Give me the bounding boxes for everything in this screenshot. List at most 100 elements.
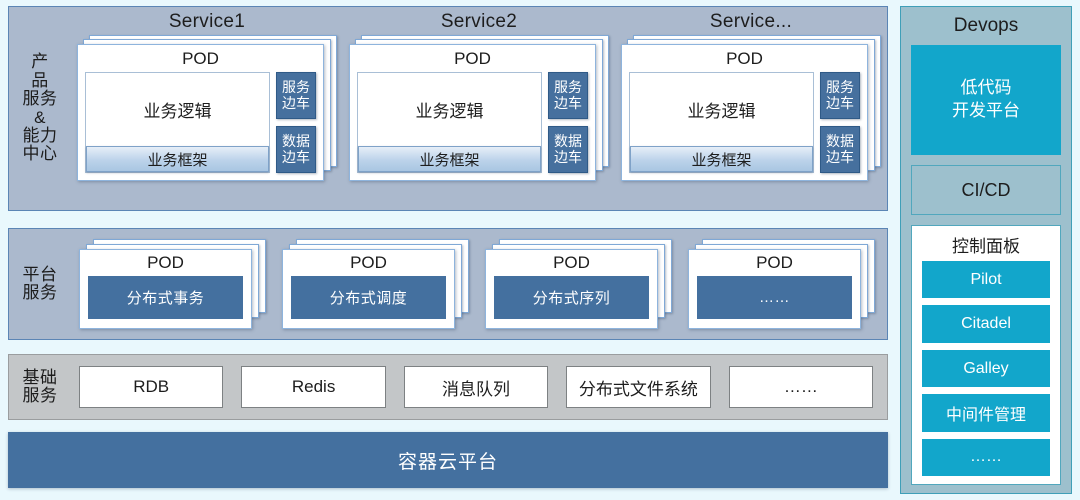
control-panel-items: Pilot Citadel Galley 中间件管理 …… [922, 261, 1050, 477]
infrastructure-items: RDB Redis 消息队列 分布式文件系统 …… [71, 355, 887, 419]
pod-title: POD [553, 253, 590, 272]
pod-stack: POD 业务逻辑 业务框架 服务边车 [349, 35, 609, 181]
cicd-box[interactable]: CI/CD [911, 165, 1061, 215]
pod-title: POD [350, 253, 387, 272]
label-char: 能 [22, 125, 40, 145]
label-char: 服 [22, 283, 40, 302]
data-sidecar-box: 数据边车 [276, 126, 316, 173]
business-framework-box: 业务框架 [358, 146, 541, 172]
label-char: 础 [40, 367, 58, 387]
sidecar-line: 边车 [282, 94, 310, 111]
band-platform-services: 平台 服务 POD 分布式事务 [8, 228, 888, 340]
label-char: & [34, 107, 46, 127]
pod-contents: 业务逻辑 业务框架 服务边车 数据边车 [629, 72, 860, 173]
devops-panel: Devops 低代码 开发平台 CI/CD 控制面板 Pilot Citadel… [900, 6, 1072, 494]
control-item-citadel[interactable]: Citadel [922, 305, 1050, 343]
label-char: 基 [22, 367, 40, 387]
infra-item-rdb[interactable]: RDB [79, 366, 224, 408]
platform-pod-group-2[interactable]: POD 分布式调度 [274, 237, 477, 329]
sidecar-column: 服务边车 数据边车 [276, 72, 316, 173]
business-column: 业务逻辑 业务框架 [357, 72, 542, 173]
label-char: 力 [40, 125, 58, 145]
label-char: 平 [22, 264, 40, 284]
platform-pod-group-4[interactable]: POD …… [680, 237, 883, 329]
platform-pod-group-1[interactable]: POD 分布式事务 [71, 237, 274, 329]
sidecar-line: 边车 [282, 148, 310, 165]
label-char: 台 [40, 264, 58, 284]
sidecar-line: 服务 [826, 78, 854, 95]
platform-pod-group-3[interactable]: POD 分布式序列 [477, 237, 680, 329]
platform-service-box: …… [697, 276, 852, 319]
platform-pod-stack: POD 分布式事务 [79, 237, 266, 329]
infra-item-message-queue[interactable]: 消息队列 [403, 366, 549, 408]
label-char: 务 [40, 386, 58, 405]
pod-title: POD [726, 49, 763, 68]
service-title: Service1 [168, 11, 246, 32]
pod-card[interactable]: POD 业务逻辑 业务框架 服务边车 [77, 44, 324, 181]
platform-service-box: 分布式事务 [88, 276, 243, 319]
sidecar-line: 边车 [554, 94, 582, 111]
service-sidecar-box: 服务边车 [548, 72, 588, 119]
data-sidecar-box: 数据边车 [548, 126, 588, 173]
platform-pod-card[interactable]: POD …… [688, 249, 861, 329]
control-panel: 控制面板 Pilot Citadel Galley 中间件管理 …… [911, 225, 1061, 485]
pod-card[interactable]: POD 业务逻辑 业务框架 服务边车 [349, 44, 596, 181]
control-item-galley[interactable]: Galley [922, 349, 1050, 388]
service-group-1[interactable]: Service1 POD 业务逻辑 业务框架 [71, 7, 343, 210]
control-item-pilot[interactable]: Pilot [922, 261, 1050, 299]
devops-title: Devops [953, 15, 1019, 36]
business-logic-box: 业务逻辑 [687, 102, 756, 121]
band-product-service-capability-center: 产品 服务 & 能力 中心 Service1 POD [8, 6, 888, 211]
business-logic-box: 业务逻辑 [143, 102, 212, 121]
sidecar-line: 服务 [282, 78, 310, 95]
platform-pod-card[interactable]: POD 分布式调度 [282, 249, 455, 329]
sidecar-line: 服务 [554, 78, 582, 95]
container-cloud-platform-bar[interactable]: 容器云平台 [8, 432, 888, 488]
data-sidecar-box: 数据边车 [820, 126, 860, 173]
platform-service-box: 分布式调度 [291, 276, 446, 319]
platform-pod-card[interactable]: POD 分布式序列 [485, 249, 658, 329]
control-item-more[interactable]: …… [922, 438, 1050, 477]
row-label-infrastructure-services: 基础 服务 [9, 355, 71, 419]
platform-pod-card[interactable]: POD 分布式事务 [79, 249, 252, 329]
infra-item-redis[interactable]: Redis [241, 366, 386, 408]
label-char: 务 [40, 283, 58, 302]
sidecar-line: 数据 [554, 132, 582, 149]
service-sidecar-box: 服务边车 [820, 72, 860, 119]
lowcode-line-2: 开发平台 [952, 101, 1020, 120]
label-char: 务 [40, 89, 58, 109]
sidecar-line: 数据 [826, 132, 854, 149]
control-panel-title: 控制面板 [952, 237, 1020, 256]
service-groups: Service1 POD 业务逻辑 业务框架 [71, 7, 887, 210]
label-char: 服 [22, 89, 40, 109]
pod-card[interactable]: POD 业务逻辑 业务框架 服务边车 [621, 44, 868, 181]
sidecar-line: 边车 [554, 148, 582, 165]
row-label-product-service-capability-center: 产品 服务 & 能力 中心 [9, 7, 71, 210]
platform-service-box: 分布式序列 [494, 276, 649, 319]
pod-title: POD [147, 253, 184, 272]
pod-title: POD [756, 253, 793, 272]
service-sidecar-box: 服务边车 [276, 72, 316, 119]
business-framework-box: 业务框架 [630, 146, 813, 172]
lowcode-platform-box[interactable]: 低代码 开发平台 [911, 45, 1061, 155]
service-group-2[interactable]: Service2 POD 业务逻辑 业务框架 [343, 7, 615, 210]
control-item-middleware-management[interactable]: 中间件管理 [922, 394, 1050, 432]
service-group-3[interactable]: Service... POD 业务逻辑 业务框架 [615, 7, 887, 210]
pod-contents: 业务逻辑 业务框架 服务边车 数据边车 [357, 72, 588, 173]
infra-item-distributed-file-system[interactable]: 分布式文件系统 [566, 366, 711, 408]
platform-pod-stack: POD 分布式序列 [485, 237, 672, 329]
sidecar-column: 服务边车 数据边车 [548, 72, 588, 173]
infra-item-more[interactable]: …… [728, 366, 874, 408]
platform-pod-stack: POD 分布式调度 [282, 237, 469, 329]
sidecar-line: 数据 [282, 132, 310, 149]
business-column: 业务逻辑 业务框架 [629, 72, 814, 173]
sidecar-line: 边车 [826, 148, 854, 165]
pod-contents: 业务逻辑 业务框架 服务边车 数据边车 [85, 72, 316, 173]
lowcode-line-1: 低代码 [960, 78, 1012, 98]
main-architecture-stack: 产品 服务 & 能力 中心 Service1 POD [8, 6, 888, 496]
band-infrastructure-services: 基础 服务 RDB Redis 消息队列 分布式文件系统 …… [8, 354, 888, 420]
pod-title: POD [182, 49, 219, 68]
service-title: Service2 [440, 11, 518, 32]
label-char: 中 [22, 144, 40, 164]
